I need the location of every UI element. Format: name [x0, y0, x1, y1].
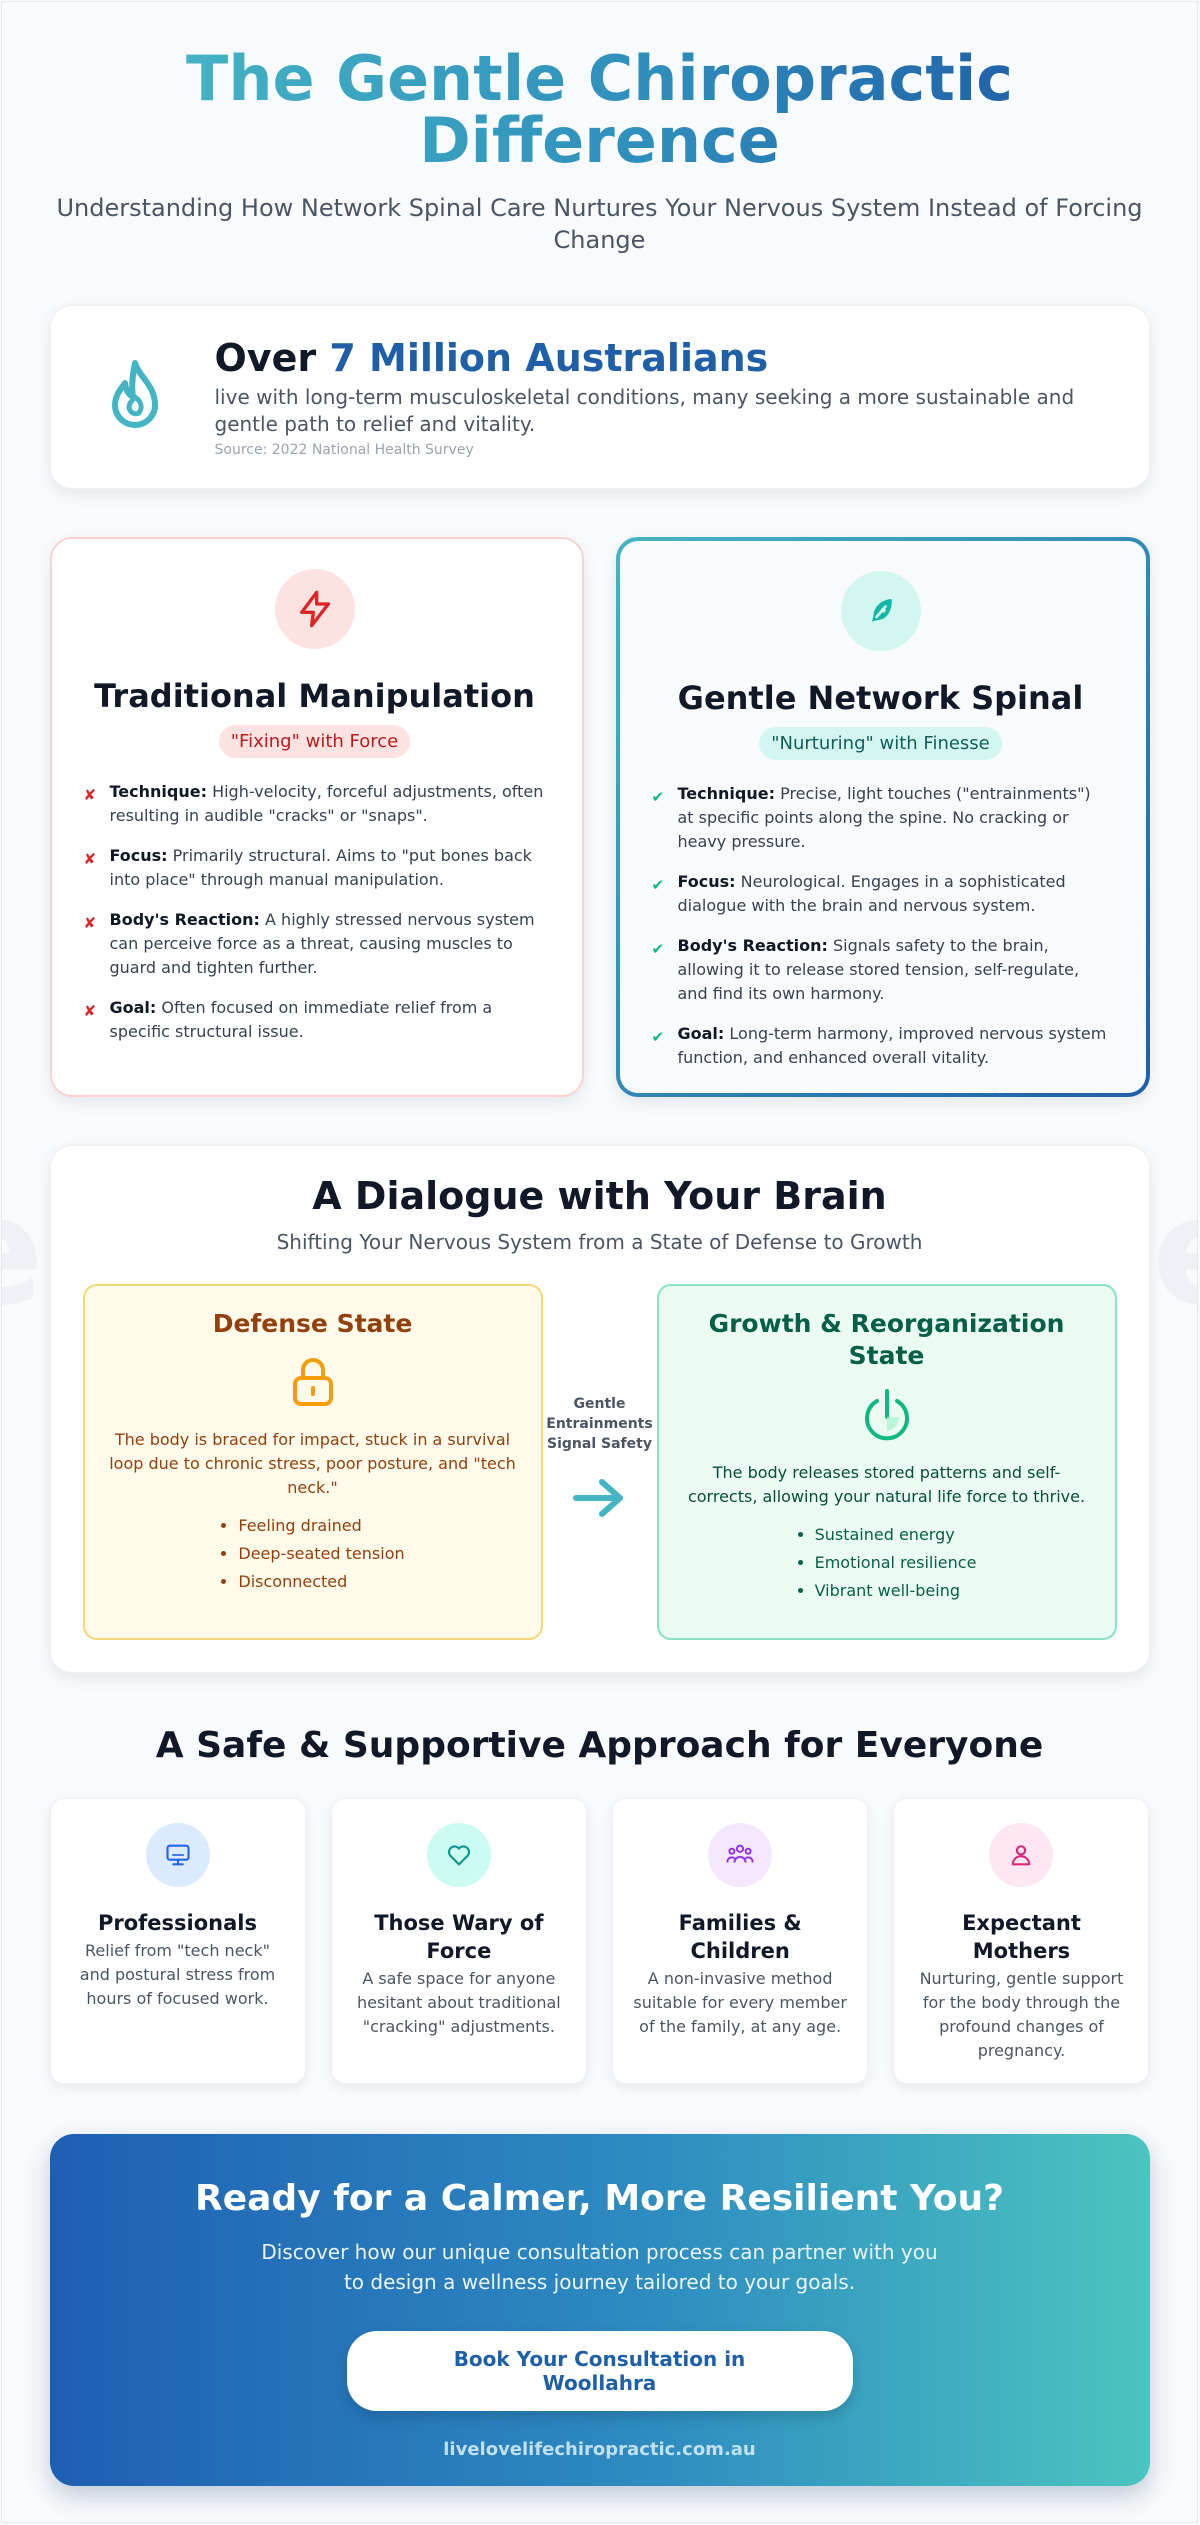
growth-list: Sustained energy Emotional resilience Vi… — [797, 1521, 977, 1605]
defense-title: Defense State — [212, 1308, 413, 1338]
heart-icon-wrap — [426, 1822, 491, 1887]
heart-icon — [447, 1845, 470, 1866]
page-subtitle: Understanding How Network Spinal Care Nu… — [56, 194, 1143, 255]
list-item: ✘Focus: Primarily structural. Aims to "p… — [84, 844, 546, 892]
list-item: ✘Body's Reaction: A highly stressed nerv… — [84, 908, 546, 980]
cross-icon: ✘ — [83, 913, 97, 932]
growth-description: The body releases stored patterns and se… — [687, 1462, 1086, 1506]
stat-card: Over 7 Million Australians live with lon… — [49, 304, 1150, 489]
check-icon: ✔ — [651, 787, 665, 806]
user-icon-wrap — [989, 1822, 1054, 1887]
cross-icon: ✘ — [83, 785, 97, 804]
monitor-icon-wrap — [145, 1822, 210, 1887]
audience-text: Nurturing, gentle support for the body t… — [919, 1968, 1124, 2060]
traditional-icon-wrap — [274, 568, 355, 649]
feather-icon — [871, 598, 892, 622]
people-icon-wrap — [708, 1822, 773, 1887]
defense-state-card: Defense State The body is braced for imp… — [82, 1283, 543, 1640]
list-item: ✔Goal: Long-term harmony, improved nervo… — [652, 1022, 1110, 1070]
lightning-icon — [299, 590, 330, 628]
monitor-icon — [165, 1844, 190, 1866]
arrow-label-2: Entrainments — [546, 1415, 653, 1432]
audience-title: Professionals — [98, 1910, 257, 1935]
audience-title: Families & Children — [678, 1910, 802, 1963]
user-icon — [1012, 1844, 1031, 1866]
list-item: ✔Focus: Neurological. Engages in a sophi… — [652, 870, 1110, 918]
cta-text: Discover how our unique consultation pro… — [261, 2239, 938, 2294]
gentle-list: ✔Technique: Precise, light touches ("ent… — [652, 782, 1110, 1070]
stat-headline: Over 7 Million Australians — [215, 336, 1095, 380]
list-item: ✘Technique: High-velocity, forceful adju… — [84, 780, 546, 828]
gentle-title: Gentle Network Spinal — [677, 678, 1084, 717]
gentle-tag: "Nurturing" with Finesse — [759, 726, 1002, 760]
gentle-icon-wrap — [840, 570, 921, 651]
arrow-label-1: Gentle — [573, 1395, 626, 1412]
cross-icon: ✘ — [83, 849, 97, 868]
audience-text: A non-invasive method suitable for every… — [633, 1968, 847, 2036]
power-icon — [864, 1388, 909, 1441]
defense-description: The body is braced for impact, stuck in … — [109, 1430, 516, 1498]
arrow-right-icon — [572, 1478, 623, 1517]
list-item: ✔Body's Reaction: Signals safety to the … — [652, 934, 1110, 1006]
stat-text: Over 7 Million Australians live with lon… — [215, 336, 1095, 458]
gentle-card: Gentle Network Spinal "Nurturing" with F… — [616, 537, 1150, 1097]
background-watermark: ee — [2, 1177, 1197, 1327]
stat-highlight: 7 Million Australians — [329, 335, 769, 380]
flame-icon — [111, 359, 158, 428]
check-icon: ✔ — [651, 1027, 665, 1046]
audience-text: Relief from "tech neck" and postural str… — [79, 1940, 276, 2008]
traditional-tag: "Fixing" with Force — [218, 724, 411, 758]
cta-section: Ready for a Calmer, More Resilient You? … — [49, 2133, 1150, 2486]
defense-list: Feeling drained Deep-seated tension Disc… — [220, 1512, 404, 1596]
dialogue-title: A Dialogue with Your Brain — [312, 1173, 887, 1218]
growth-state-card: Growth & Reorganization State The body r… — [656, 1283, 1117, 1640]
list-item: ✘Goal: Often focused on immediate relief… — [84, 996, 546, 1044]
approach-title: A Safe & Supportive Approach for Everyon… — [155, 1724, 1044, 1766]
audience-title: Those Wary of Force — [374, 1910, 544, 1963]
audience-title: Expectant Mothers — [962, 1910, 1081, 1963]
people-icon — [726, 1844, 754, 1863]
traditional-title: Traditional Manipulation — [94, 676, 535, 715]
comparison-section: Traditional Manipulation "Fixing" with F… — [49, 536, 1150, 1097]
stat-prefix: Over — [214, 335, 330, 380]
lock-icon — [292, 1358, 333, 1407]
traditional-list: ✘Technique: High-velocity, forceful adju… — [84, 780, 546, 1044]
traditional-card: Traditional Manipulation "Fixing" with F… — [49, 536, 584, 1097]
arrow-label-3: Signal Safety — [547, 1435, 652, 1452]
audience-card-professionals: Professionals Relief from "tech neck" an… — [49, 1797, 306, 2084]
audience-card-mothers: Expectant Mothers Nurturing, gentle supp… — [893, 1797, 1150, 2084]
audience-card-families: Families & Children A non-invasive metho… — [612, 1797, 869, 2084]
dialogue-section: A Dialogue with Your Brain Shifting Your… — [49, 1144, 1150, 1673]
main-container: The Gentle Chiropractic Difference Under… — [49, 2, 1150, 2486]
list-item: ✔Technique: Precise, light touches ("ent… — [652, 782, 1110, 854]
transition-arrow: Gentle Entrainments Signal Safety — [543, 1284, 657, 1526]
list-item: Emotional resilience — [815, 1549, 977, 1577]
dialogue-subtitle: Shifting Your Nervous System from a Stat… — [276, 1229, 923, 1254]
page-title: The Gentle Chiropractic Difference — [150, 48, 1050, 172]
growth-title: Growth & Reorganization State — [708, 1308, 1065, 1371]
website-link[interactable]: livelovelifechiropractic.com.au — [443, 2438, 756, 2460]
list-item: Vibrant well-being — [815, 1577, 977, 1605]
list-item: Feeling drained — [238, 1512, 404, 1540]
audience-cards: Professionals Relief from "tech neck" an… — [49, 1797, 1150, 2084]
list-item: Deep-seated tension — [238, 1540, 404, 1568]
states-row: Defense State The body is braced for imp… — [82, 1283, 1117, 1640]
list-item: Disconnected — [238, 1568, 404, 1596]
cross-icon: ✘ — [83, 1001, 97, 1020]
book-consultation-button[interactable]: Book Your Consultation in Woollahra — [346, 2330, 853, 2411]
list-item: Sustained energy — [815, 1521, 977, 1549]
stat-description: live with long-term musculoskeletal cond… — [214, 384, 1075, 436]
check-icon: ✔ — [651, 939, 665, 958]
cta-title: Ready for a Calmer, More Resilient You? — [195, 2177, 1004, 2219]
stat-source: Source: 2022 National Health Survey — [214, 441, 474, 458]
audience-card-wary: Those Wary of Force A safe space for any… — [330, 1797, 587, 2084]
check-icon: ✔ — [651, 875, 665, 894]
audience-text: A safe space for anyone hesitant about t… — [356, 1968, 561, 2036]
hero-section: The Gentle Chiropractic Difference Under… — [50, 2, 1150, 257]
